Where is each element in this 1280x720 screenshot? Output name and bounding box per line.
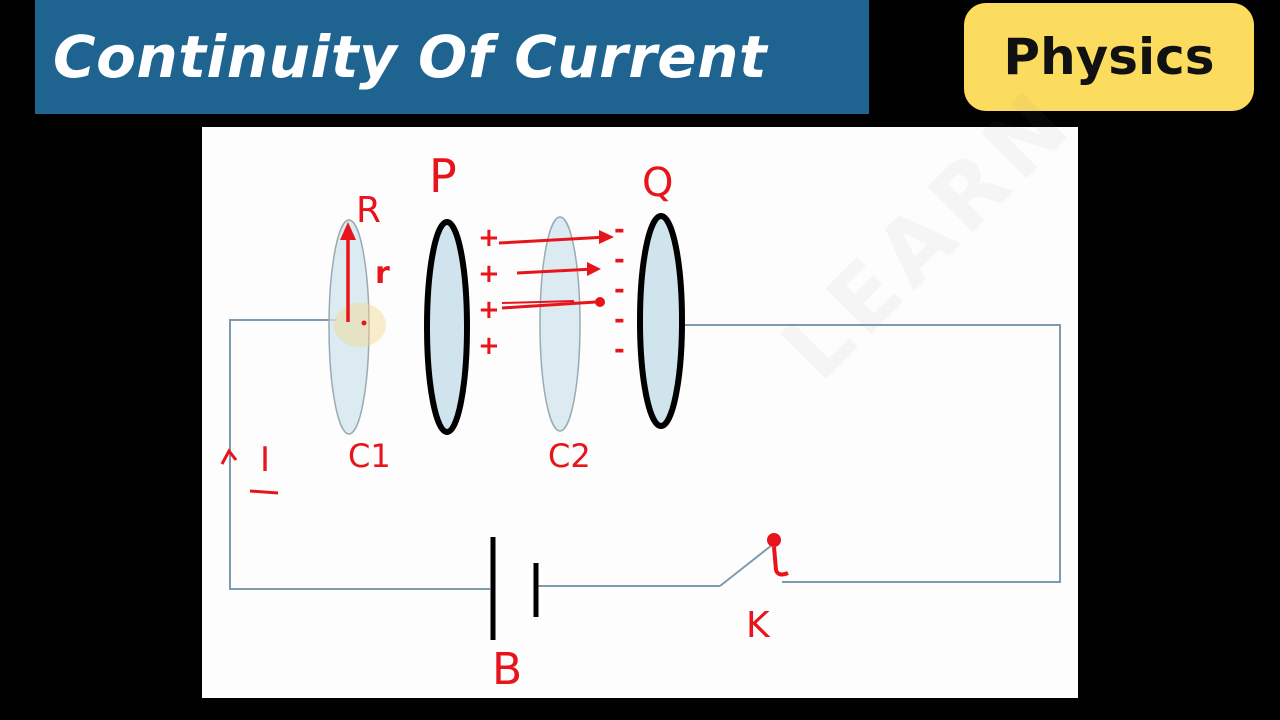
label-surface-c1: C1 (348, 437, 391, 475)
negative-charge: - (614, 245, 625, 275)
diagram-board: LEARN (202, 68, 1093, 698)
positive-charge: + (478, 223, 500, 253)
label-key: K (746, 605, 770, 646)
field-arrowhead-3 (595, 297, 605, 307)
label-plate-q: Q (642, 160, 674, 206)
laser-highlight (334, 303, 386, 347)
plate-q (637, 213, 685, 429)
label-surface-r: R (356, 190, 382, 231)
plate-p (424, 219, 470, 435)
radius-arrowhead (340, 222, 356, 240)
positive-charges: + + + + (478, 225, 500, 369)
circuit-diagram (220, 213, 1061, 640)
key-contact-mark (772, 546, 789, 577)
negative-charge: - (614, 275, 625, 305)
label-battery: B (492, 644, 523, 695)
title-banner: Continuity Of Current (35, 0, 869, 114)
label-current: I (260, 440, 271, 480)
positive-charge: + (478, 259, 500, 289)
current-arrow-tail (249, 489, 279, 495)
negative-charge: - (614, 335, 625, 365)
field-arrow-2 (516, 267, 595, 275)
field-arrowhead-1 (599, 230, 614, 244)
current-arrow-mark (220, 448, 238, 465)
center-dot (361, 320, 367, 326)
label-plate-p: P (429, 149, 457, 203)
positive-charge: + (478, 331, 500, 361)
field-arrowhead-2 (587, 262, 601, 276)
label-surface-c2: C2 (548, 437, 591, 475)
subject-badge-label: Physics (1003, 28, 1215, 86)
field-arrow-1 (498, 235, 608, 245)
negative-charge: - (614, 215, 625, 245)
field-arrow-3 (501, 300, 597, 310)
surface-c1 (328, 219, 370, 435)
field-arrow-underline (501, 300, 575, 304)
key-contact (767, 533, 781, 547)
surface-c2 (539, 216, 581, 432)
page-title: Continuity Of Current (53, 23, 768, 91)
circuit-wire-right (682, 324, 1061, 583)
label-radius: r (375, 256, 390, 291)
positive-charge: + (478, 295, 500, 325)
negative-charge: - (614, 305, 625, 335)
negative-charges: - - - - - (614, 217, 632, 367)
key-switch-arm (719, 544, 773, 587)
subject-badge: Physics (964, 3, 1254, 111)
